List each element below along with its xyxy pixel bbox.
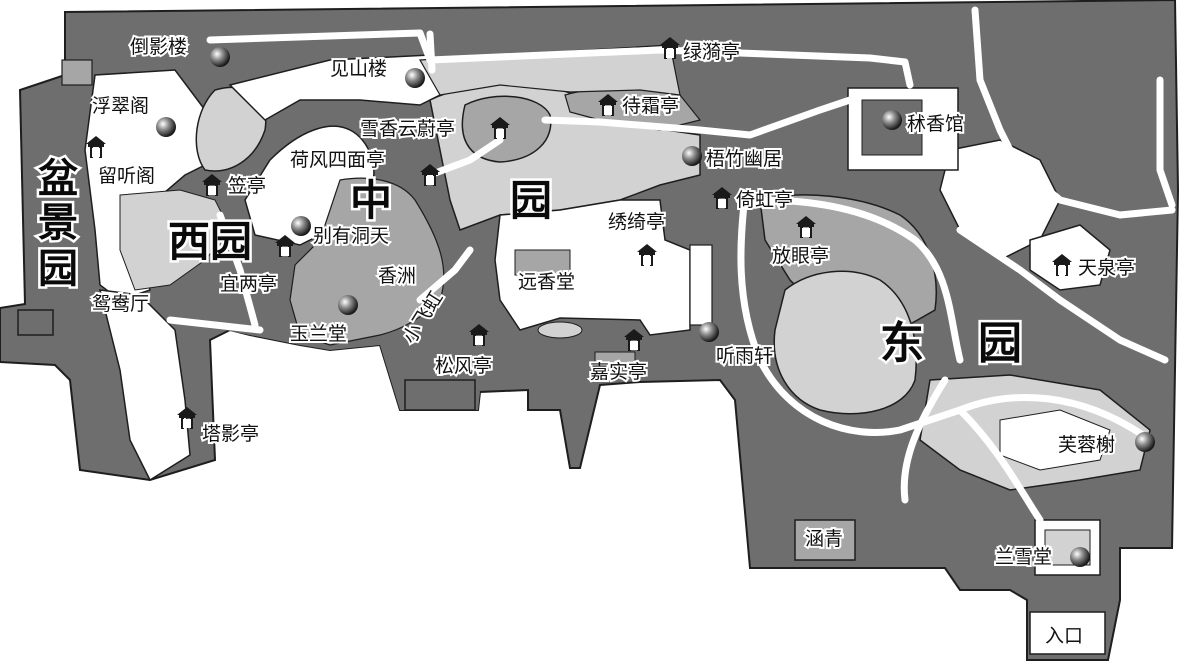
east-tianquan-area: [1029, 224, 1111, 291]
label-xuexiangyunweiting: 雪香云蔚亭: [360, 118, 455, 140]
building-dot: [156, 117, 176, 137]
middle-white-court: [494, 199, 691, 336]
region-middle-1: 中: [350, 176, 392, 225]
label-lvyiting: 绿漪亭: [683, 41, 740, 63]
label-xiuqiting: 绣绮亭: [608, 211, 665, 233]
label-jianshanlou: 见山楼: [330, 58, 387, 80]
label-hanqing: 涵青: [805, 528, 843, 550]
label-liutingge: 留听阁: [98, 165, 155, 187]
building-dot: [291, 216, 311, 236]
label-bieyoudongtian: 别有洞天: [313, 225, 389, 247]
label-jiashiting: 嘉实亭: [590, 361, 647, 383]
label-yihongting: 倚虹亭: [736, 189, 793, 211]
region-west: 西园: [168, 217, 252, 266]
building-dot: [338, 295, 358, 315]
label-xiangzhou: 香洲: [378, 265, 416, 287]
building-dot: [682, 146, 702, 166]
region-penjing-3: 园: [38, 245, 78, 292]
penjing-side-building: [17, 309, 54, 336]
label-yulantang: 玉兰堂: [290, 323, 347, 345]
label-songfengting: 松风亭: [435, 355, 492, 377]
building-dot: [405, 68, 425, 88]
hanqing-building: [794, 519, 856, 561]
label-xiuxiangguan: 秫香馆: [907, 113, 964, 135]
label-daishuangting: 待霜亭: [622, 95, 679, 117]
region-east-1: 东: [880, 318, 924, 369]
label-tingyuxuan: 听雨轩: [716, 345, 773, 367]
west-main-water: [228, 54, 441, 121]
region-east-2: 园: [978, 318, 1022, 369]
label-tadying: 塔影亭: [202, 423, 259, 445]
label-yiliangting: 宜两亭: [220, 273, 277, 295]
label-yuanxiangtang: 远香堂: [518, 271, 575, 293]
label-hefengsimianting: 荷风四面亭: [290, 149, 385, 171]
building-dot: [1070, 547, 1090, 567]
building-dot: [1135, 432, 1155, 452]
label-furongxie: 芙蓉榭: [1058, 434, 1115, 456]
building-dot: [699, 322, 719, 342]
label-liting: 笠亭: [228, 175, 266, 197]
label-fangyanting: 放眼亭: [772, 245, 829, 267]
middle-court-pond: [537, 321, 583, 339]
middle-island: [461, 95, 552, 163]
label-daoyinglou: 倒影楼: [130, 36, 187, 58]
east-pond: [773, 270, 917, 415]
garden-paths: [166, 6, 1176, 524]
building-dot: [882, 110, 902, 130]
middle-building-3: [404, 379, 476, 411]
yuanxiangtang-building: [514, 249, 571, 276]
west-white-strip: [99, 289, 191, 482]
penjing-top-building: [61, 59, 93, 86]
label-lanxuetang: 兰雪堂: [995, 546, 1052, 568]
region-penjing-2: 景: [38, 199, 78, 246]
label-fucuige: 浮翠阁: [92, 95, 149, 117]
label-yuanyangting: 鸳鸯厅: [92, 293, 149, 315]
penjing-mid-area: [119, 189, 231, 291]
entrance-box: [1029, 611, 1106, 655]
label-tianquanting: 天泉亭: [1078, 257, 1135, 279]
building-dot: [210, 47, 230, 67]
region-middle-2: 园: [510, 176, 552, 225]
building-markers: [156, 47, 1155, 567]
middle-building-1: [689, 244, 713, 326]
label-entrance: 入口: [1045, 625, 1083, 647]
region-penjing-1: 盆: [38, 155, 78, 202]
middle-building-2: [594, 351, 636, 369]
label-wuzhuyouju: 梧竹幽居: [706, 148, 782, 170]
